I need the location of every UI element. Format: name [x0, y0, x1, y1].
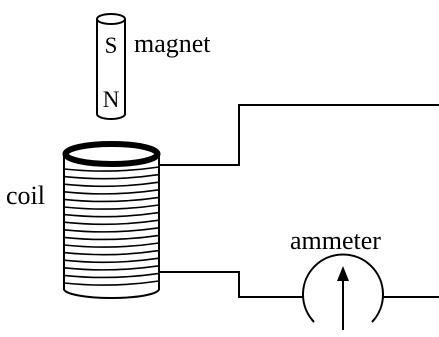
- magnet-top: [96, 13, 126, 25]
- lower-wire-left: [159, 271, 303, 298]
- coil-turn: [63, 166, 160, 172]
- coil-turn: [63, 189, 160, 195]
- coil-turn: [63, 227, 160, 233]
- coil-turn: [63, 242, 160, 248]
- magnet-body: [96, 19, 126, 120]
- coil-label: coil: [6, 181, 45, 210]
- ammeter: [302, 253, 384, 330]
- coil-top-rim: [62, 141, 161, 167]
- coil-turn: [63, 249, 160, 256]
- coil: [62, 141, 161, 299]
- coil-turn: [63, 204, 160, 210]
- coil-turn: [63, 257, 160, 264]
- bar-magnet: S N: [96, 13, 126, 120]
- coil-turn: [63, 211, 160, 218]
- coil-turn: [63, 280, 160, 286]
- upper-wire: [159, 104, 439, 166]
- magnet-pole-south: S: [105, 33, 118, 58]
- coil-turn: [63, 272, 160, 279]
- ammeter-needle-arrowhead: [337, 266, 349, 281]
- coil-turn: [63, 173, 160, 180]
- coil-bottom-edge: [63, 288, 160, 299]
- coil-turn: [63, 181, 160, 188]
- coil-turn: [63, 219, 160, 226]
- coil-turn: [63, 196, 160, 203]
- coil-turn: [63, 234, 160, 241]
- coil-windings: [63, 166, 160, 286]
- magnet-pole-north: N: [103, 87, 120, 112]
- magnet-label: magnet: [134, 29, 211, 58]
- ammeter-label: ammeter: [290, 226, 381, 255]
- coil-turn: [63, 265, 160, 271]
